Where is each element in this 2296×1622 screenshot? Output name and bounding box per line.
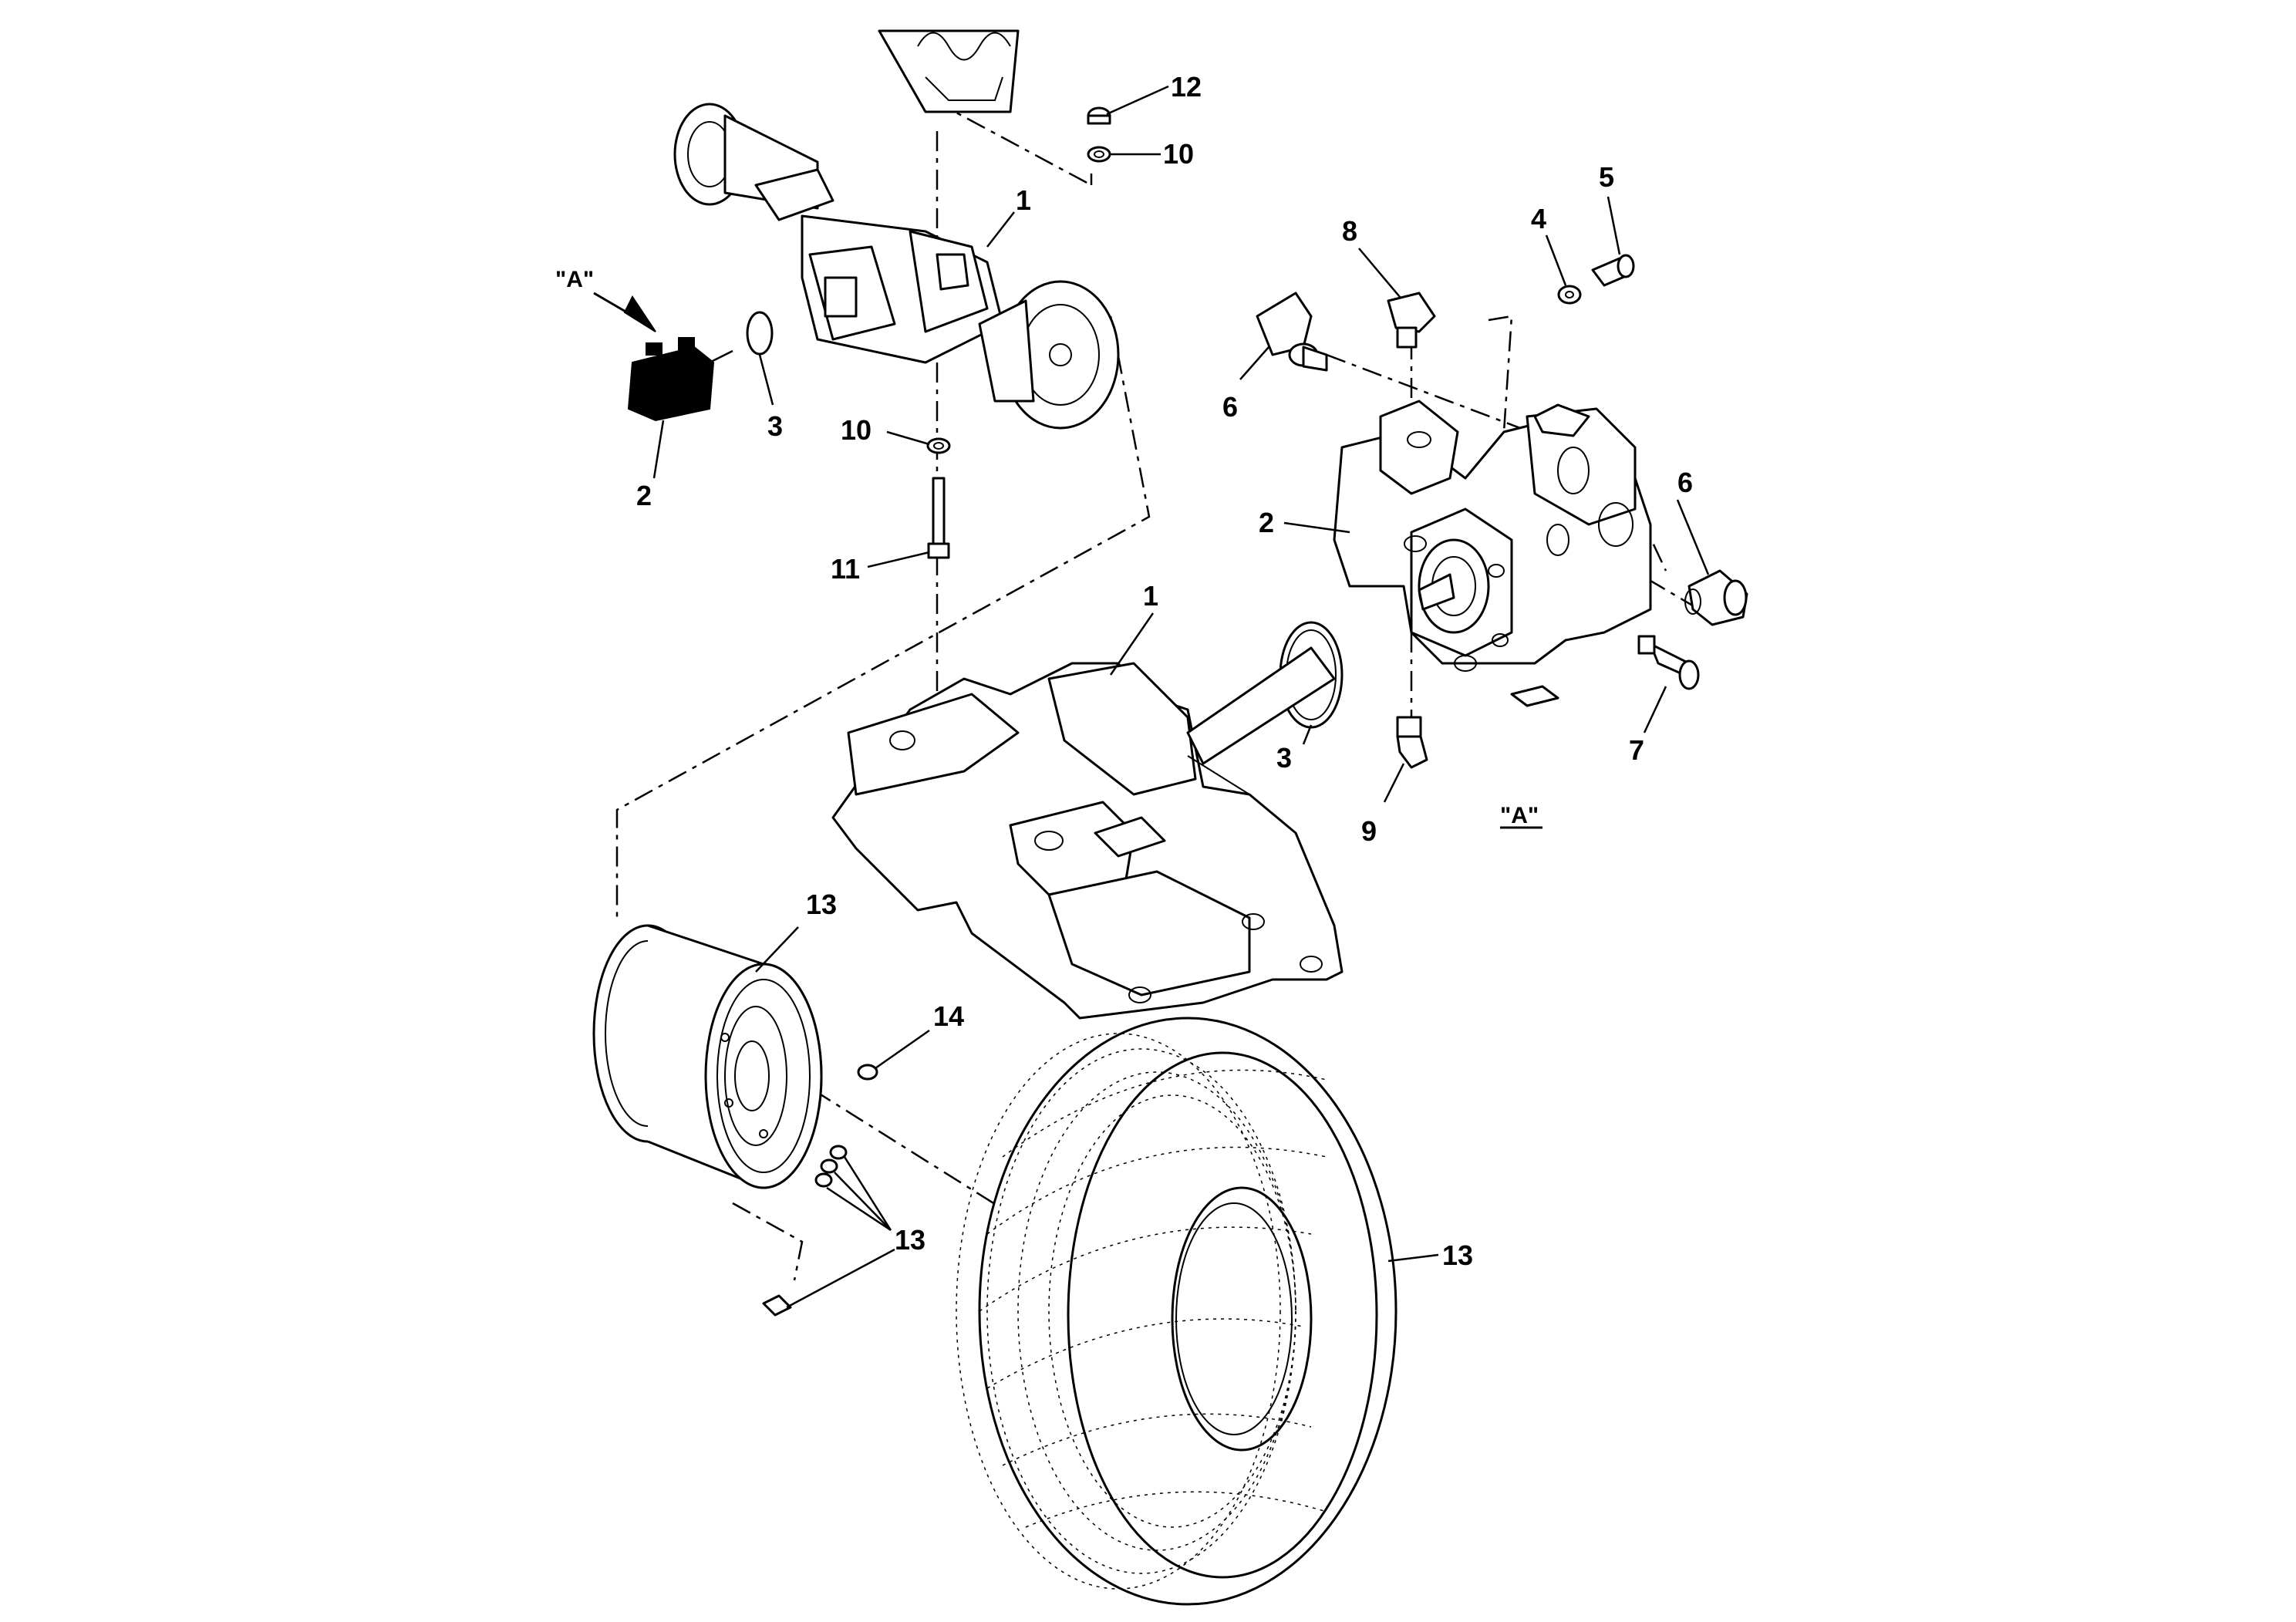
view-a-arrow-label: "A": [555, 267, 594, 292]
callout-4: 4: [1531, 203, 1546, 234]
transmission-housing: [831, 646, 1344, 1020]
callout-10-mid: 10: [841, 414, 872, 446]
straight-fitting-7: [1637, 635, 1700, 690]
bolt-5: [1591, 254, 1635, 287]
callout-3-oring-small: 3: [767, 410, 783, 442]
view-a-arrow: [593, 292, 656, 332]
callout-11: 11: [831, 553, 860, 585]
callout-14: 14: [933, 1000, 964, 1032]
nut-12: [1087, 106, 1111, 125]
callout-12: 12: [1171, 71, 1202, 103]
view-a-detail-text: "A": [1500, 803, 1539, 828]
hydraulic-pump: [1333, 400, 1652, 707]
washer-10-mid: [926, 437, 951, 454]
washer-10-top: [1087, 146, 1111, 163]
elbow-fitting-6-left: [1256, 292, 1328, 372]
callout-13-tire: 13: [1442, 1239, 1473, 1271]
callout-5: 5: [1599, 161, 1614, 193]
callout-13-rim: 13: [806, 889, 837, 920]
oring-small: [746, 311, 774, 356]
wheel-rim: [592, 924, 823, 1189]
washer-4: [1557, 285, 1582, 305]
elbow-fitting-6-right: [1684, 569, 1748, 626]
callouts: 1 2 3 12 10 10 11 8 4 5 6 6 2 1 3 9 7 13…: [555, 71, 1693, 1271]
bolt-11: [927, 477, 950, 559]
callout-2-pump: 2: [1259, 507, 1274, 538]
callout-1-axle: 1: [1016, 184, 1031, 216]
callout-6-right: 6: [1677, 467, 1693, 498]
valve-stem-13: [762, 1294, 792, 1317]
callout-2-pump-small: 2: [636, 480, 652, 511]
callout-13-valve: 13: [895, 1224, 925, 1256]
callout-9: 9: [1361, 815, 1377, 847]
leader-lines: [652, 85, 1710, 1309]
callout-10-top: 10: [1163, 138, 1194, 170]
pump-small-view-a: [627, 337, 733, 422]
axle-assembly: [673, 29, 1120, 430]
tire: [956, 1017, 1397, 1606]
wheel-nut-14: [857, 1064, 878, 1081]
callout-6-left: 6: [1222, 391, 1238, 423]
callout-8: 8: [1342, 215, 1357, 247]
elbow-fitting-8: [1387, 292, 1436, 349]
callout-7: 7: [1629, 734, 1644, 766]
elbow-fitting-9: [1396, 716, 1428, 769]
callout-3-oring: 3: [1276, 742, 1292, 774]
callout-1-housing: 1: [1143, 580, 1158, 612]
wheel-nuts-13: [814, 1145, 848, 1188]
